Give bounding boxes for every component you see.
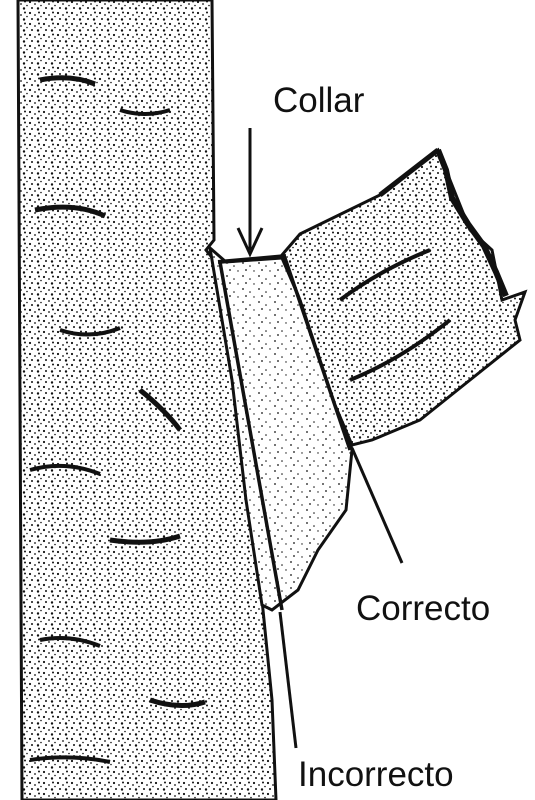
correct-leader-line xyxy=(352,448,402,563)
incorrect-leader-line xyxy=(280,612,296,748)
correct-label: Correcto xyxy=(356,589,490,628)
incorrect-label: Incorrecto xyxy=(298,755,454,794)
collar-arrow xyxy=(238,128,262,254)
collar-label: Collar xyxy=(273,81,365,120)
